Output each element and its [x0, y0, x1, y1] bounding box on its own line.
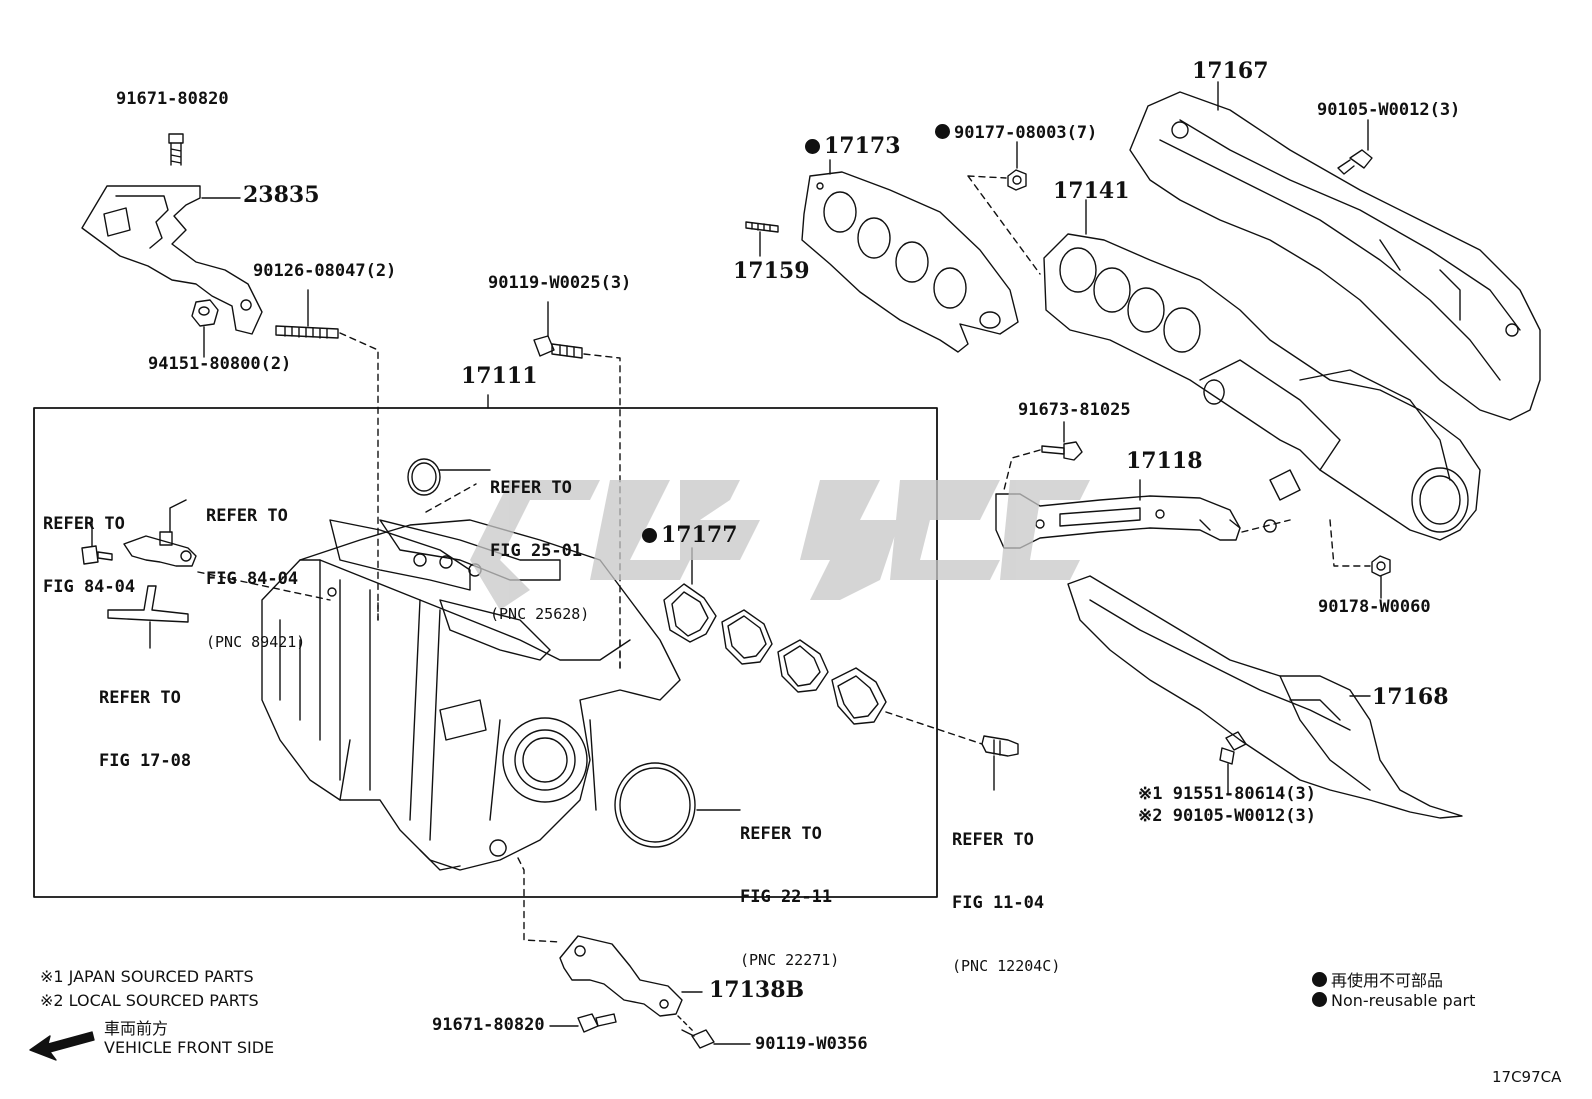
nut-94151[interactable] — [191, 299, 219, 327]
label-90126-08047: 90126-08047(2) — [253, 261, 397, 281]
label-90119-w0356: 90119-W0356 — [755, 1034, 868, 1054]
stud-17159[interactable] — [745, 221, 779, 233]
label-90177-08003: 90177-08003(7) — [935, 124, 1097, 142]
label-90119-w0025: 90119-W0025(3) — [488, 273, 632, 293]
label-90105-w0012-top: 90105-W0012(3) — [1317, 100, 1461, 120]
label-91673-81025: 91673-81025 — [1018, 400, 1131, 420]
refer-line2: FIG 25-01 — [490, 541, 583, 561]
label-90178-w0060: 90178-W0060 — [1318, 597, 1431, 617]
label-91671-80820-top: 91671-80820 — [116, 89, 229, 109]
label-90177-text: 90177-08003(7) — [954, 123, 1098, 143]
note-front-jp: 車両前方 — [104, 1019, 169, 1038]
gasket-17177[interactable] — [663, 583, 887, 725]
label-94151-80800: 94151-80800(2) — [148, 354, 292, 374]
refer-fig-25-01[interactable]: REFER TO FIG 25-01 (PNC 25628) — [490, 436, 589, 646]
label-17141: 17141 — [1053, 178, 1130, 204]
label-17177: 17177 — [642, 524, 738, 546]
refer-line1: REFER TO — [99, 688, 181, 708]
refer-fig-84-04-sensor[interactable]: REFER TO FIG 84-04 (PNC 89421) — [206, 464, 305, 674]
refer-line1: REFER TO — [740, 824, 822, 844]
non-reusable-dot-icon — [642, 528, 657, 543]
label-17167: 17167 — [1192, 58, 1269, 84]
refer-line2: FIG 22-11 — [740, 887, 833, 907]
refer-fig-17-08[interactable]: REFER TO FIG 17-08 — [99, 646, 191, 793]
sensor-89421[interactable] — [123, 531, 197, 567]
bolt-fig-84-04[interactable] — [81, 545, 113, 565]
label-17173-text: 17173 — [824, 133, 901, 159]
exhaust-manifold-17141[interactable] — [1043, 233, 1481, 541]
watermark — [470, 480, 1090, 610]
legend-nonreuse-jp: 再使用不可部品 — [1312, 967, 1443, 991]
refer-line1: REFER TO — [43, 514, 125, 534]
nut-90177[interactable] — [1007, 169, 1027, 191]
legend-nonreuse-en-text: Non-reusable part — [1331, 991, 1476, 1010]
refer-line2: FIG 17-08 — [99, 751, 192, 771]
note-local-sourced: ※2 LOCAL SOURCED PARTS — [40, 991, 259, 1010]
stud-fig-11-04[interactable] — [981, 735, 1019, 757]
gasket-ring-22271[interactable] — [614, 762, 696, 848]
non-reusable-dot-icon — [805, 139, 820, 154]
note-japan-sourced: ※1 JAPAN SOURCED PARTS — [40, 967, 254, 986]
gasket-17173[interactable] — [801, 171, 1019, 353]
label-91551-80614: ※1 91551-80614(3) — [1138, 784, 1317, 804]
non-reusable-dot-icon — [935, 124, 950, 139]
nut-90178[interactable] — [1371, 555, 1391, 577]
bolt-91673[interactable] — [1041, 441, 1083, 461]
heat-insulator-17167[interactable] — [1129, 91, 1541, 421]
label-17177-text: 17177 — [661, 522, 738, 548]
bolt-90119-top[interactable] — [533, 335, 583, 359]
refer-fig-11-04[interactable]: REFER TO FIG 11-04 (PNC 12204C) — [952, 788, 1060, 998]
note-front-en: VEHICLE FRONT SIDE — [104, 1038, 275, 1057]
refer-pnc: (PNC 22271) — [740, 951, 840, 969]
non-reusable-dot-icon — [1312, 972, 1327, 987]
heat-insulator-17168[interactable] — [1067, 575, 1463, 819]
bolt-91551[interactable] — [1219, 731, 1247, 765]
refer-line2: FIG 84-04 — [43, 577, 136, 597]
bolt-90119-bottom[interactable] — [681, 1029, 715, 1049]
refer-fig-84-04-bolt[interactable]: REFER TO FIG 84-04 — [43, 472, 135, 619]
refer-line1: REFER TO — [490, 478, 572, 498]
label-90105-w0012-bottom: ※2 90105-W0012(3) — [1138, 806, 1317, 826]
bracket-23835[interactable] — [81, 185, 263, 335]
label-23835: 23835 — [243, 182, 320, 208]
label-91671-80820-bottom: 91671-80820 — [432, 1015, 545, 1035]
refer-line2: FIG 84-04 — [206, 569, 299, 589]
bolt-91671-top[interactable] — [168, 133, 184, 166]
refer-pnc: (PNC 89421) — [206, 633, 306, 651]
refer-fig-22-11[interactable]: REFER TO FIG 22-11 (PNC 22271) — [740, 782, 839, 992]
label-17111: 17111 — [461, 363, 538, 389]
intake-manifold-17111[interactable] — [261, 519, 681, 871]
label-17168: 17168 — [1372, 684, 1449, 710]
label-17159: 17159 — [733, 258, 810, 284]
non-reusable-dot-icon — [1312, 992, 1327, 1007]
bolt-90105-top[interactable] — [1337, 149, 1373, 175]
bolt-91671-bottom[interactable] — [577, 1013, 617, 1033]
refer-line1: REFER TO — [952, 830, 1034, 850]
label-17173: 17173 — [805, 135, 901, 157]
refer-pnc: (PNC 12204C) — [952, 957, 1061, 975]
vehicle-front-arrow-icon — [29, 1031, 95, 1061]
label-17138b: 17138B — [709, 977, 805, 1003]
intake-manifold-box — [33, 407, 938, 898]
refer-pnc: (PNC 25628) — [490, 605, 590, 623]
refer-line2: FIG 11-04 — [952, 893, 1045, 913]
label-17118: 17118 — [1126, 448, 1203, 474]
bracket-17138B[interactable] — [559, 935, 683, 1017]
refer-line1: REFER TO — [206, 506, 288, 526]
diagram-code: 17C97CA — [1492, 1068, 1562, 1086]
legend-nonreuse-jp-text: 再使用不可部品 — [1331, 971, 1444, 990]
legend-nonreuse-en: Non-reusable part — [1312, 991, 1475, 1010]
stud-90126[interactable] — [275, 325, 339, 339]
hose-fig-17-08[interactable] — [107, 585, 189, 623]
gasket-ring-25628[interactable] — [407, 458, 441, 496]
